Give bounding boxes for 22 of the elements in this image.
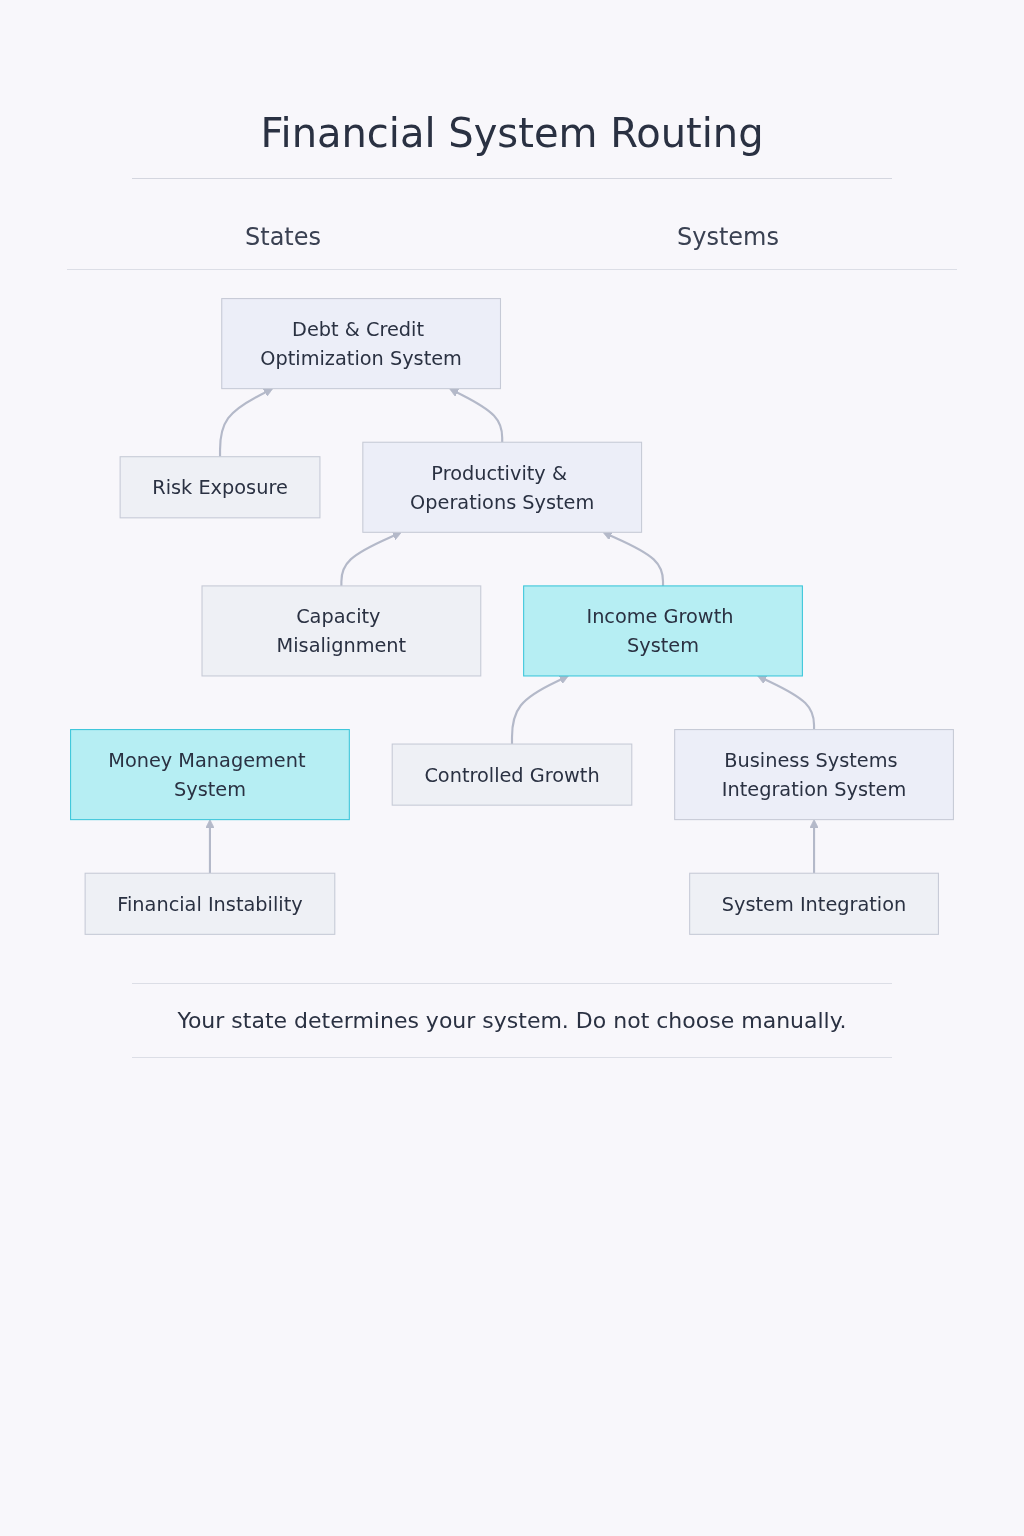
arrow	[809, 819, 819, 874]
arrow	[602, 531, 665, 586]
arrow	[205, 819, 215, 874]
node-box: System Integration	[689, 872, 939, 935]
node-box: Debt & Credit Optimization System	[221, 298, 502, 390]
node-box: Financial Instability	[84, 872, 336, 935]
caption: Your state determines your system. Do not choose manually.	[132, 982, 892, 1058]
arrow	[449, 388, 504, 443]
arrow	[340, 531, 402, 586]
arrow	[218, 388, 274, 457]
column-heading: Systems	[677, 223, 779, 251]
arrow	[510, 675, 569, 745]
node-box: Productivity & Operations System	[362, 441, 643, 533]
node-box: Controlled Growth	[391, 743, 633, 806]
title: Financial System Routing	[132, 110, 892, 179]
node-box: Money Management System	[70, 729, 350, 821]
node-box: Income Growth System	[523, 585, 803, 677]
arrow	[757, 675, 816, 730]
node-box: Risk Exposure	[119, 456, 321, 519]
node-box: Business Systems Integration System	[674, 729, 954, 821]
node-box: Capacity Misalignment	[201, 585, 482, 677]
column-heading: States	[245, 223, 321, 251]
